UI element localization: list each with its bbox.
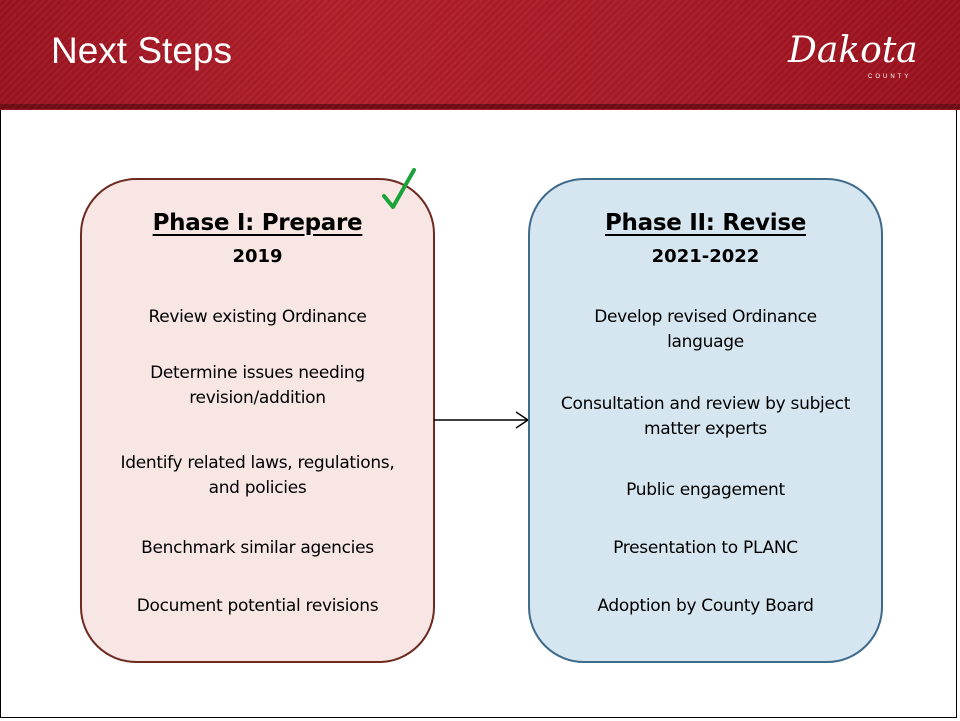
- arrow-right-icon: [434, 411, 530, 429]
- logo-subtext: COUNTY: [868, 74, 911, 80]
- header-divider: [0, 104, 960, 109]
- phase-1-box: Phase I: Prepare 2019 Review existing Or…: [80, 178, 435, 663]
- dakota-county-logo: Dakota COUNTY: [784, 22, 934, 86]
- phase-1-step: Document potential revisions: [136, 596, 379, 616]
- phase-1-step: Review existing Ordinance: [148, 307, 367, 327]
- phase-2-step: Presentation to PLANC: [613, 538, 798, 558]
- phase-1-step: Determine issues needing revision/additi…: [150, 363, 365, 408]
- slide-header: [0, 0, 960, 110]
- checkmark-icon: [382, 168, 416, 209]
- phase-1-year: 2019: [232, 246, 283, 267]
- phase-2-step: Public engagement: [626, 480, 785, 500]
- phase-2-step: Develop revised Ordinance language: [594, 307, 817, 352]
- phase-1-step: Benchmark similar agencies: [141, 538, 374, 558]
- phase-1-title: Phase I: Prepare: [152, 210, 363, 236]
- slide-title: Next Steps: [51, 30, 232, 71]
- phase-2-title: Phase II: Revise: [604, 210, 807, 236]
- logo-wordmark: Dakota: [787, 30, 918, 71]
- phase-2-year: 2021-2022: [651, 246, 760, 267]
- phase-1-step: Identify related laws, regulations, and …: [120, 453, 395, 498]
- phase-2-box: Phase II: Revise 2021-2022 Develop revis…: [528, 178, 883, 663]
- phase-2-step: Adoption by County Board: [597, 596, 814, 616]
- phase-2-step: Consultation and review by subject matte…: [560, 394, 851, 439]
